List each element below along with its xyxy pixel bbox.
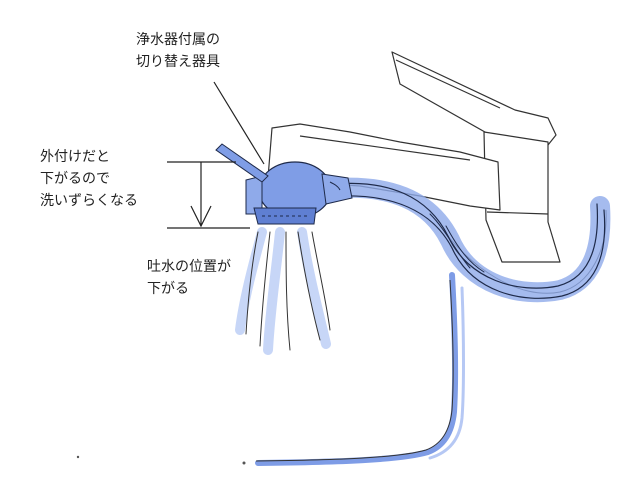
external-mount-label-line: 下がるので bbox=[40, 171, 110, 187]
faucet-body bbox=[267, 51, 561, 263]
stray-dot bbox=[76, 455, 80, 459]
attachment-label-line: 切り替え器具 bbox=[136, 54, 220, 70]
attachment-pointer-line bbox=[213, 81, 265, 165]
spout-position-label-line: 下がる bbox=[147, 281, 189, 297]
sink-pipe bbox=[255, 272, 465, 466]
switcher-attachment bbox=[215, 143, 353, 225]
water-stream bbox=[235, 227, 331, 355]
height-difference-arrow bbox=[167, 161, 250, 229]
attachment-label: 浄水器付属の 切り替え器具 bbox=[136, 29, 220, 73]
external-mount-label-line: 洗いずらくなる bbox=[40, 193, 138, 209]
spout-position-label: 吐水の位置が 下がる bbox=[147, 256, 231, 300]
external-mount-label-line: 外付けだと bbox=[40, 149, 110, 165]
spout-position-label-line: 吐水の位置が bbox=[147, 259, 231, 275]
stray-dot bbox=[242, 461, 246, 465]
attachment-label-line: 浄水器付属の bbox=[136, 32, 220, 48]
hose bbox=[326, 177, 611, 303]
external-mount-label: 外付けだと 下がるので 洗いずらくなる bbox=[40, 146, 138, 212]
